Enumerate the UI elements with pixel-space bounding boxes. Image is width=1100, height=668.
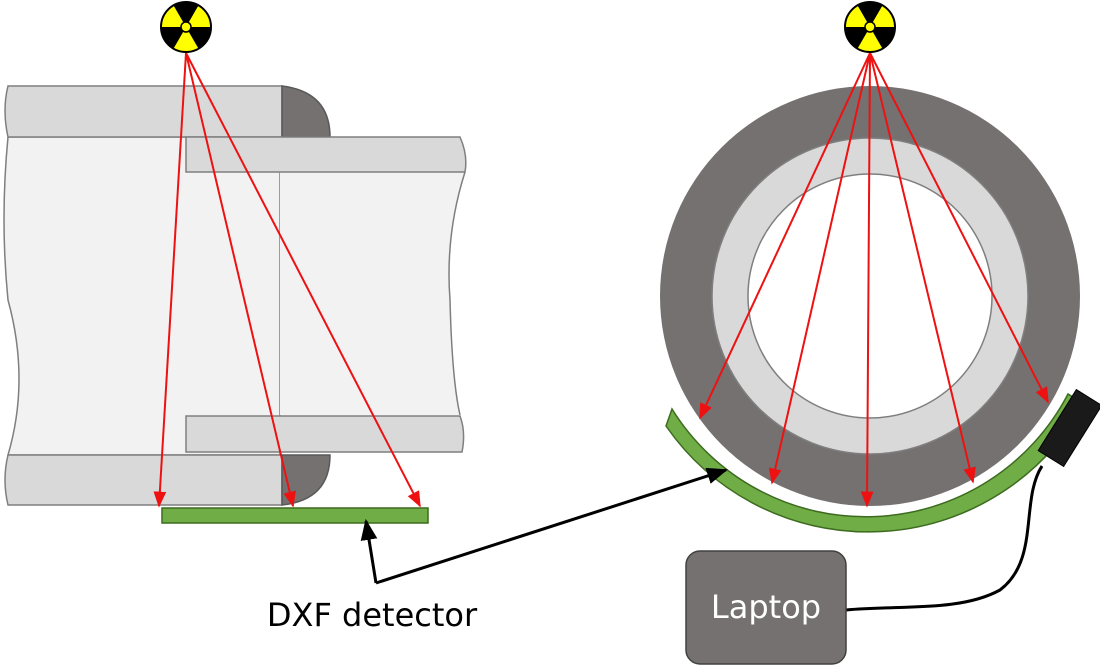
weld-cap-bottom: [281, 454, 331, 506]
detector-connector-icon: [1037, 388, 1100, 468]
inner-pipe-outline: [448, 171, 466, 416]
detector-label: DXF detector: [267, 596, 478, 634]
ray: [869, 52, 976, 484]
laptop-cable: [845, 465, 1044, 612]
rays-left: [153, 52, 421, 508]
ray: [869, 52, 1049, 404]
radiation-trefoil-icon: [160, 1, 212, 53]
inner-pipe-bottom-wall: [185, 415, 465, 453]
laptop-label: Laptop: [711, 588, 821, 626]
pipe-bottom-wall: [4, 454, 283, 506]
ray: [768, 52, 871, 485]
ray: [860, 52, 874, 508]
laptop: Laptop: [685, 550, 847, 665]
callout-arrow-right: [375, 467, 728, 585]
weld-cap-top: [281, 85, 331, 138]
radiation-trefoil-icon: [844, 1, 896, 53]
ray: [153, 52, 187, 508]
pipe-top-wall: [4, 85, 283, 138]
inner-pipe-top-wall: [185, 136, 467, 173]
laptop-box: [685, 550, 847, 665]
detector-callout: DXF detector: [267, 467, 728, 634]
pipe-body: [3, 136, 281, 456]
pipe-cross-section: [660, 1, 1100, 533]
inner-pipe-body: [280, 172, 465, 415]
rays-right: [699, 52, 1049, 508]
ray: [699, 52, 871, 420]
pipe-bore: [747, 173, 993, 419]
ray: [185, 52, 421, 508]
callout-arrow-left: [360, 518, 378, 584]
flat-detector: [161, 507, 429, 524]
ray: [185, 52, 296, 508]
pipe-side-view: [3, 1, 467, 524]
